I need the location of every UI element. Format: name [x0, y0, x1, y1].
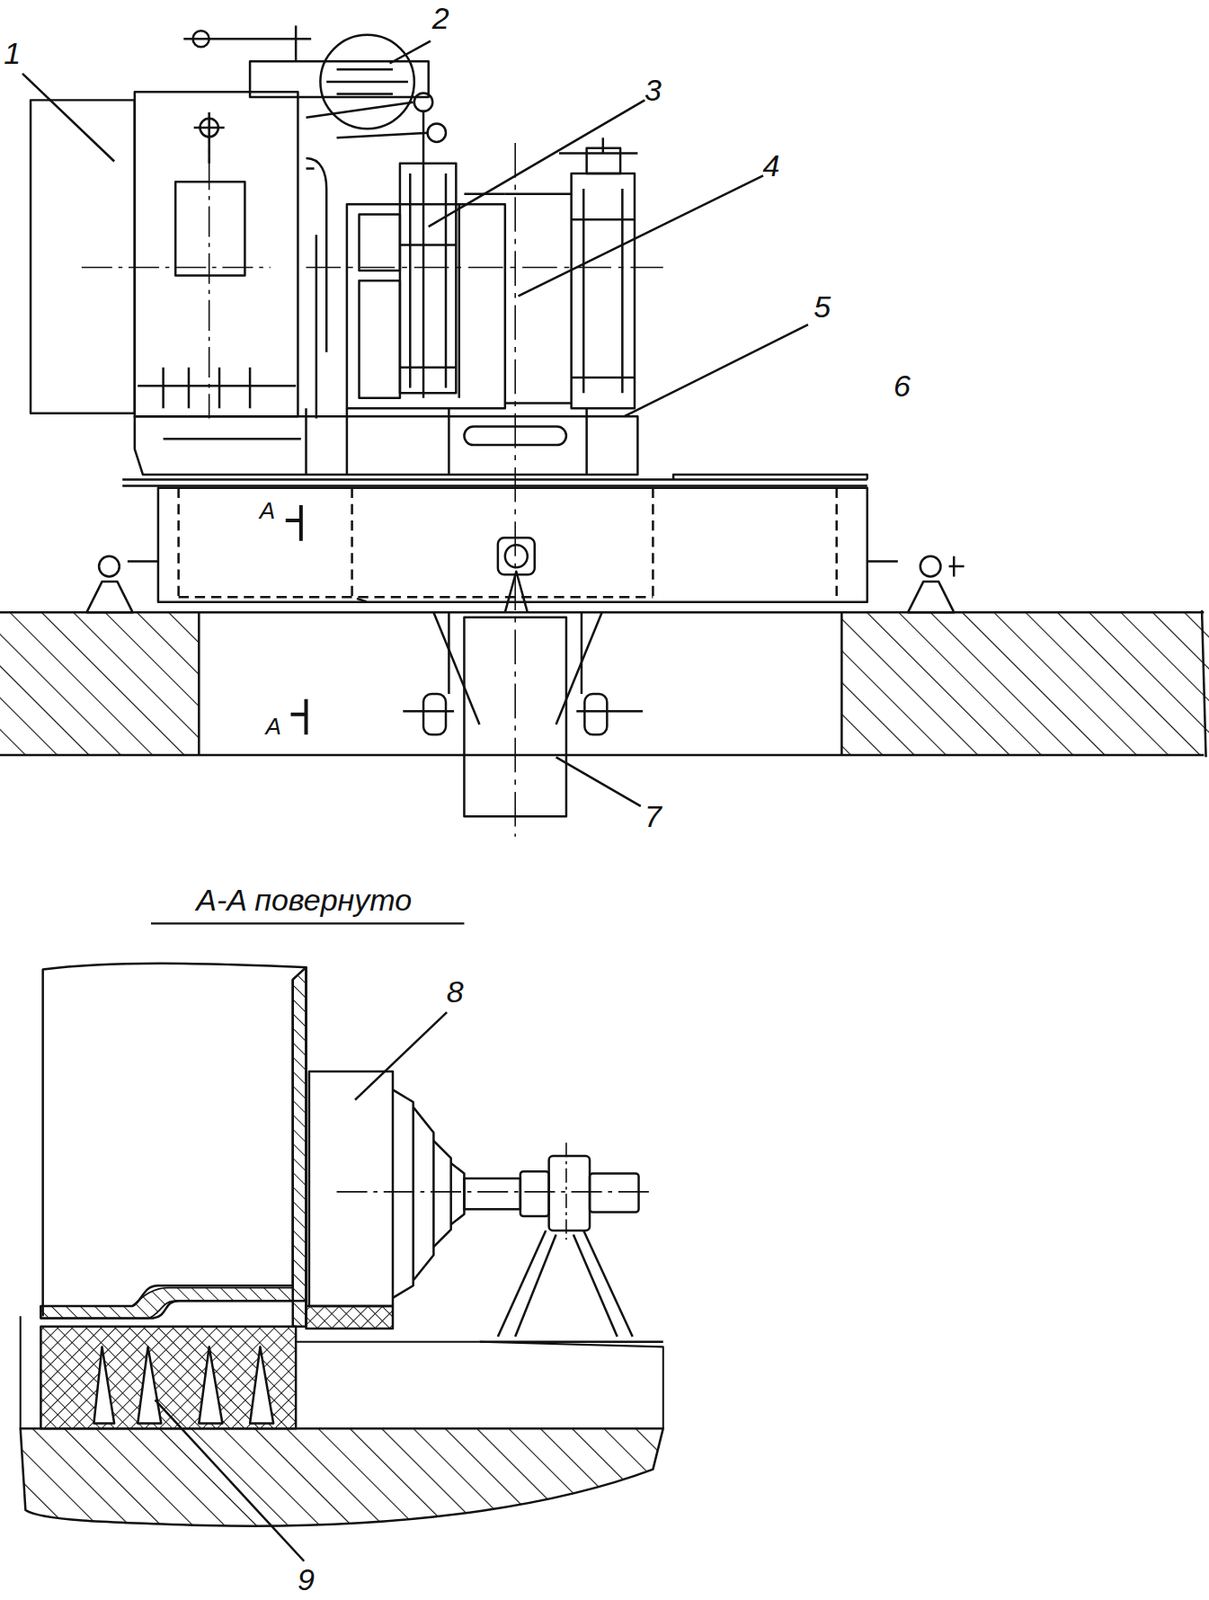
- callout-number: 8: [446, 976, 464, 1007]
- section-title: A-A повернуто: [195, 884, 412, 916]
- callout-number: 4: [763, 150, 781, 181]
- section-marker: A: [259, 498, 276, 523]
- callout-number: 6: [893, 370, 911, 401]
- callout-number: 3: [644, 74, 662, 106]
- callout-number: 9: [297, 1564, 315, 1595]
- callout-number: 2: [432, 2, 450, 34]
- section-marker: A: [266, 714, 282, 738]
- callout-number: 1: [3, 37, 21, 69]
- callout-number: 7: [644, 800, 662, 832]
- callout-number: 5: [813, 291, 831, 322]
